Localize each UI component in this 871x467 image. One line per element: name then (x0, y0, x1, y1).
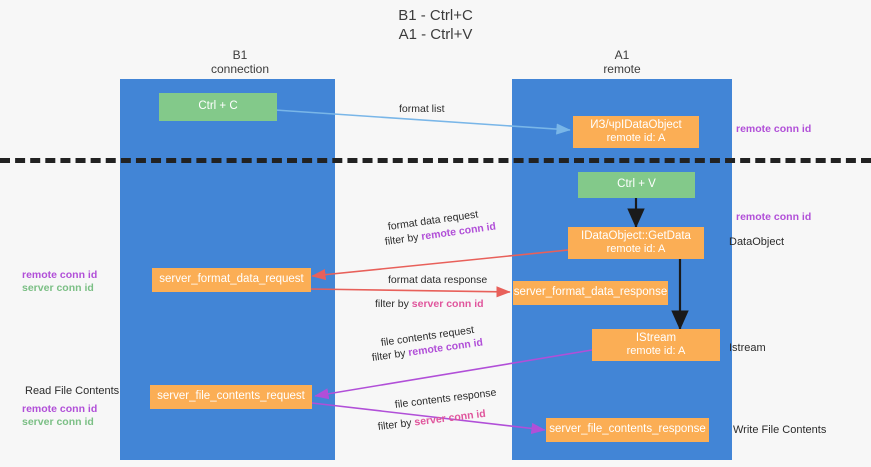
annotation-left-read-file-contents: Read File Contents (25, 385, 120, 397)
node-server-format-data-request[interactable]: server_format_data_request (152, 268, 311, 292)
annotation-right-remote-conn-id-mid: remote conn id (736, 211, 812, 223)
title-line-2: A1 - Ctrl+V (398, 26, 473, 43)
node-ctrl-c-label: Ctrl + C (198, 100, 238, 113)
annotation-left-remote-conn-id-bottom: remote conn id (22, 403, 98, 415)
column-header-b1: B1 connection (140, 48, 340, 76)
annotation-right-remote-conn-id-top: remote conn id (736, 123, 812, 135)
node-server-file-contents-request-label: server_file_contents_request (157, 390, 305, 403)
arrow-format-data-response (309, 286, 511, 298)
arrow-file-contents-request (314, 349, 593, 400)
annotation-left-remote-conn-id-mid: remote conn id (22, 269, 98, 281)
node-ctrl-v-label: Ctrl + V (617, 178, 656, 191)
node-idataobject[interactable]: ИЗ/чрIDataObject remote id: A (573, 116, 699, 148)
edge-label-format-data-response: format data response (388, 274, 488, 286)
node-getdata-title: IDataObject::GetData (581, 229, 691, 242)
annotation-left-server-conn-id-bottom: server conn id (22, 416, 94, 428)
node-server-file-contents-response[interactable]: server_file_contents_response (546, 418, 709, 442)
column-header-a1-sub: remote (603, 62, 641, 76)
diagram-title: B1 - Ctrl+C A1 - Ctrl+V (0, 6, 871, 44)
node-ctrl-c[interactable]: Ctrl + C (159, 93, 277, 121)
annotation-left-server-conn-id-mid: server conn id (22, 282, 94, 294)
column-header-a1: A1 remote (512, 48, 732, 76)
title-line-1: B1 - Ctrl+C (398, 7, 473, 24)
node-server-file-contents-request[interactable]: server_file_contents_request (150, 385, 312, 409)
arrow-file-contents-response (311, 402, 546, 434)
column-header-b1-name: B1 (232, 48, 248, 62)
annotation-right-write-file-contents: Write File Contents (733, 424, 827, 436)
filter-key-server-conn-id: server conn id (411, 298, 484, 310)
node-istream-title: IStream (635, 331, 677, 344)
node-server-format-data-request-label: server_format_data_request (159, 273, 304, 286)
node-getdata[interactable]: IDataObject::GetData remote id: A (568, 227, 704, 259)
edge-label-format-list: format list (399, 103, 445, 115)
annotation-right-dataobject: DataObject (729, 236, 785, 248)
node-istream[interactable]: IStream remote id: A (592, 329, 720, 361)
node-istream-sub: remote id: A (626, 345, 686, 357)
node-ctrl-v[interactable]: Ctrl + V (578, 172, 695, 198)
column-header-b1-sub: connection (210, 62, 270, 76)
arrow-format-list (274, 109, 571, 135)
filter-prefix: filter by (375, 298, 412, 310)
arrow-format-data-request (311, 248, 579, 281)
node-server-file-contents-response-label: server_file_contents_response (549, 423, 706, 436)
node-server-format-data-response-label: server_format_data_response (513, 286, 668, 299)
node-idataobject-sub: remote id: A (606, 132, 666, 144)
node-server-format-data-response[interactable]: server_format_data_response (513, 281, 668, 305)
node-idataobject-title: ИЗ/чрIDataObject (590, 118, 682, 131)
column-header-a1-name: A1 (614, 48, 630, 62)
phase-separator-dashed-line (0, 158, 871, 163)
node-getdata-sub: remote id: A (606, 243, 666, 255)
annotation-right-istream: Istream (729, 342, 766, 354)
edge-label-format-data-response-filter: filter by server conn id (375, 298, 484, 311)
